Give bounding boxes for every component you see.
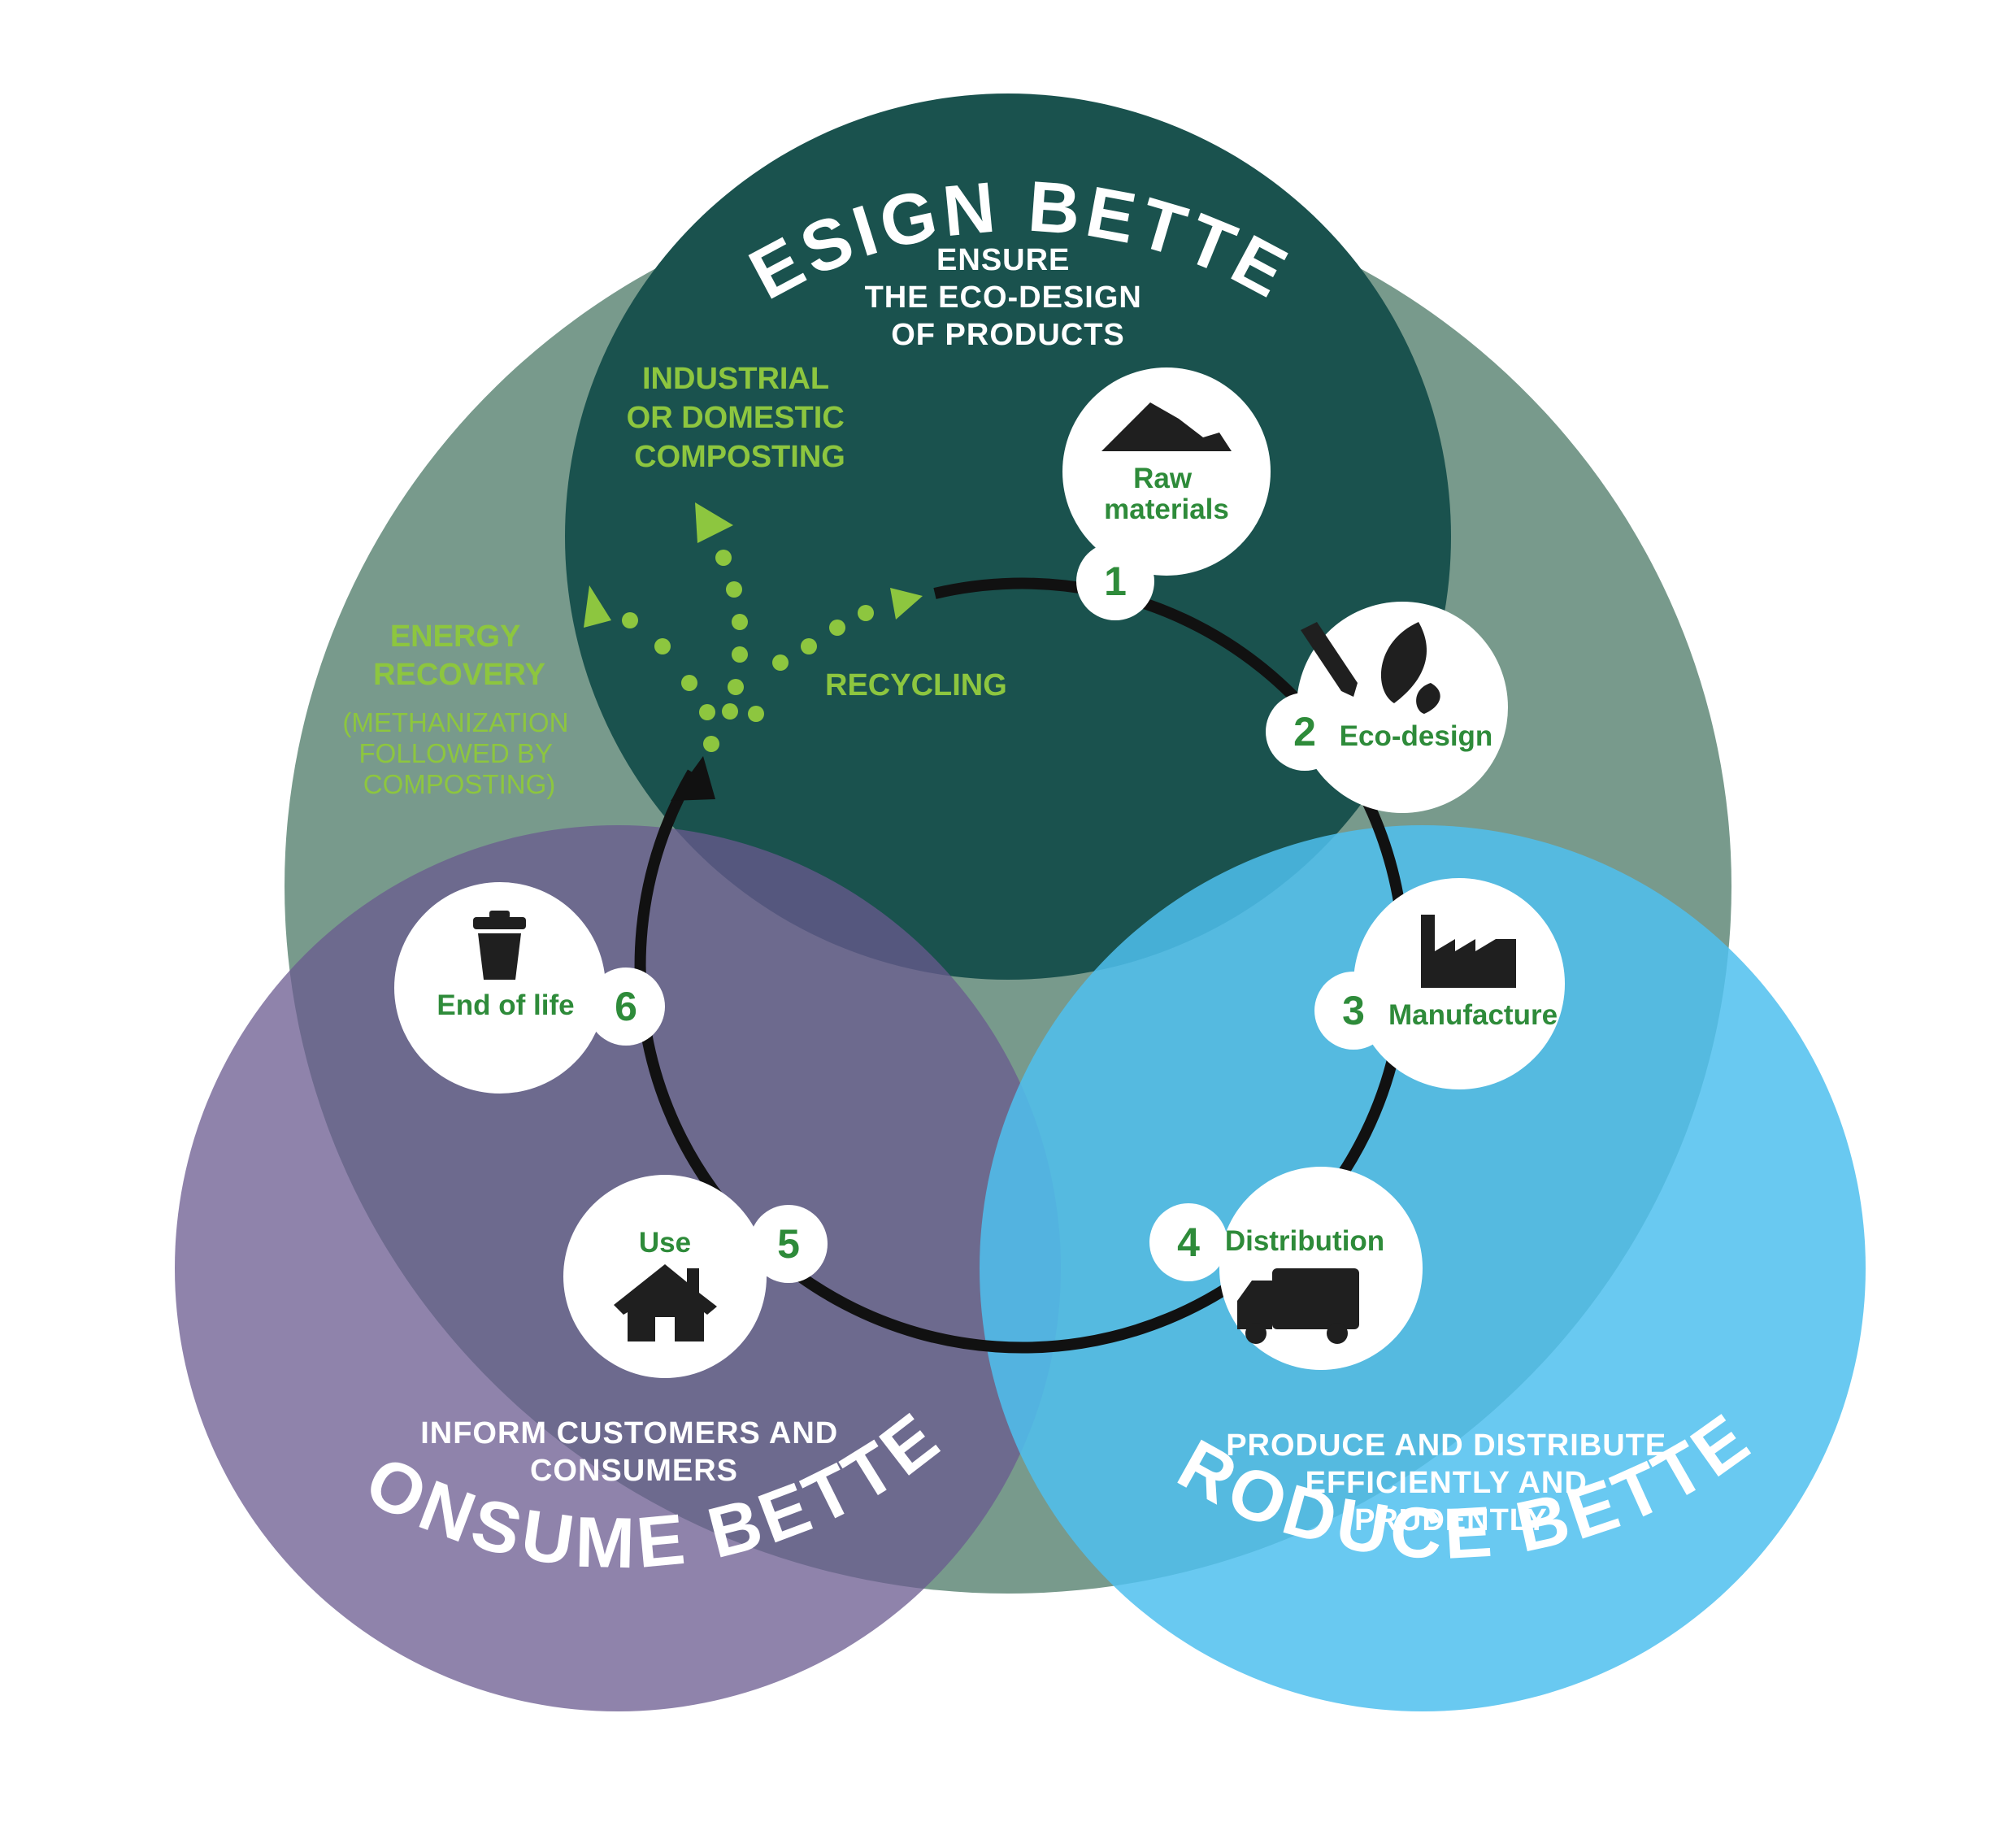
composting-label: INDUSTRIAL OR DOMESTIC COMPOSTING <box>627 362 854 474</box>
design-better-circle <box>565 93 1451 980</box>
step-6-label: End of life <box>437 989 574 1021</box>
leaf-pencil-icon <box>1301 622 1440 714</box>
step-eco-design: 2 Eco-design <box>1266 602 1508 813</box>
trash-can-icon <box>473 911 526 980</box>
truck-icon <box>1237 1268 1359 1344</box>
energy-recovery-label: ENERGY RECOVERY <box>373 620 545 692</box>
step-5-number: 5 <box>777 1221 800 1267</box>
step-1-number: 1 <box>1104 559 1127 604</box>
step-4-label: Distribution <box>1225 1225 1384 1257</box>
produce-better-description: PRODUCE AND DISTRIBUTE EFFICIENTLY AND P… <box>1226 1428 1676 1537</box>
step-6-number: 6 <box>615 984 637 1029</box>
step-use: Use 5 <box>563 1175 828 1378</box>
mountain-icon <box>1101 402 1232 451</box>
step-raw-materials: Raw materials 1 <box>1062 367 1271 620</box>
recovery-dotted-paths <box>584 502 923 752</box>
step-1-label: Raw materials <box>1104 463 1229 525</box>
step-3-number: 3 <box>1342 988 1365 1033</box>
step-3-label: Manufacture <box>1388 999 1558 1031</box>
house-icon <box>614 1264 717 1341</box>
step-distribution: 4 Distribution <box>1149 1167 1423 1370</box>
step-5-label: Use <box>639 1227 691 1259</box>
step-manufacture: 3 Manufacture <box>1314 878 1565 1089</box>
recycling-label: RECYCLING <box>825 668 1007 702</box>
energy-recovery-note: (METHANIZATION FOLLOWED BY COMPOSTING) <box>342 707 576 799</box>
step-2-label: Eco-design <box>1340 720 1493 752</box>
consume-better-description: INFORM CUSTOMERS AND CONSUMERS <box>420 1416 848 1488</box>
step-2-number: 2 <box>1293 709 1316 754</box>
arrow-head-icon <box>671 756 715 801</box>
factory-icon <box>1421 915 1516 988</box>
design-better-description: ENSURE THE ECO-DESIGN OF PRODUCTS <box>865 243 1152 352</box>
step-4-number: 4 <box>1177 1220 1200 1265</box>
step-end-of-life: End of life 6 <box>394 882 665 1094</box>
